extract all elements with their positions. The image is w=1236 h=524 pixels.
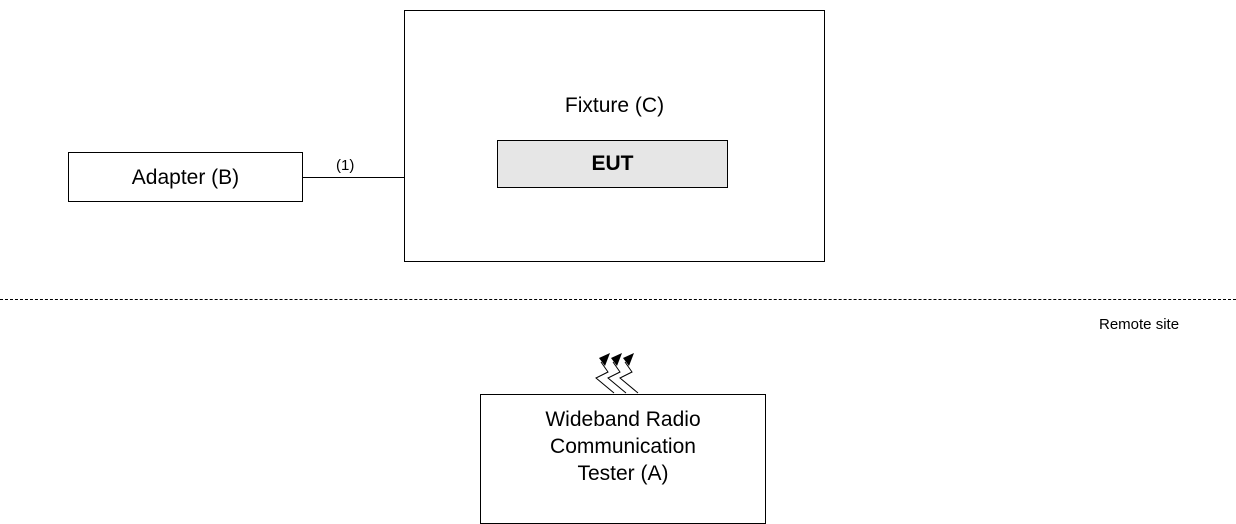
- connector-label: (1): [336, 157, 355, 174]
- tester-label-line: Tester (A): [577, 462, 669, 485]
- radio-wave-icon: [595, 353, 639, 394]
- adapter-label: Adapter (B): [131, 166, 240, 189]
- remote-site-label: Remote site: [1099, 316, 1180, 333]
- adapter-fixture-connector: [303, 177, 404, 178]
- adapter-box: [68, 152, 303, 202]
- fixture-box: [404, 10, 825, 262]
- fixture-label: Fixture (C): [564, 94, 665, 117]
- eut-box: [497, 140, 728, 188]
- tester-label-line: Communication: [550, 435, 696, 458]
- eut-label: EUT: [591, 152, 634, 175]
- remote-site-divider: [0, 299, 1236, 300]
- tester-label-line: Wideband Radio: [545, 408, 701, 431]
